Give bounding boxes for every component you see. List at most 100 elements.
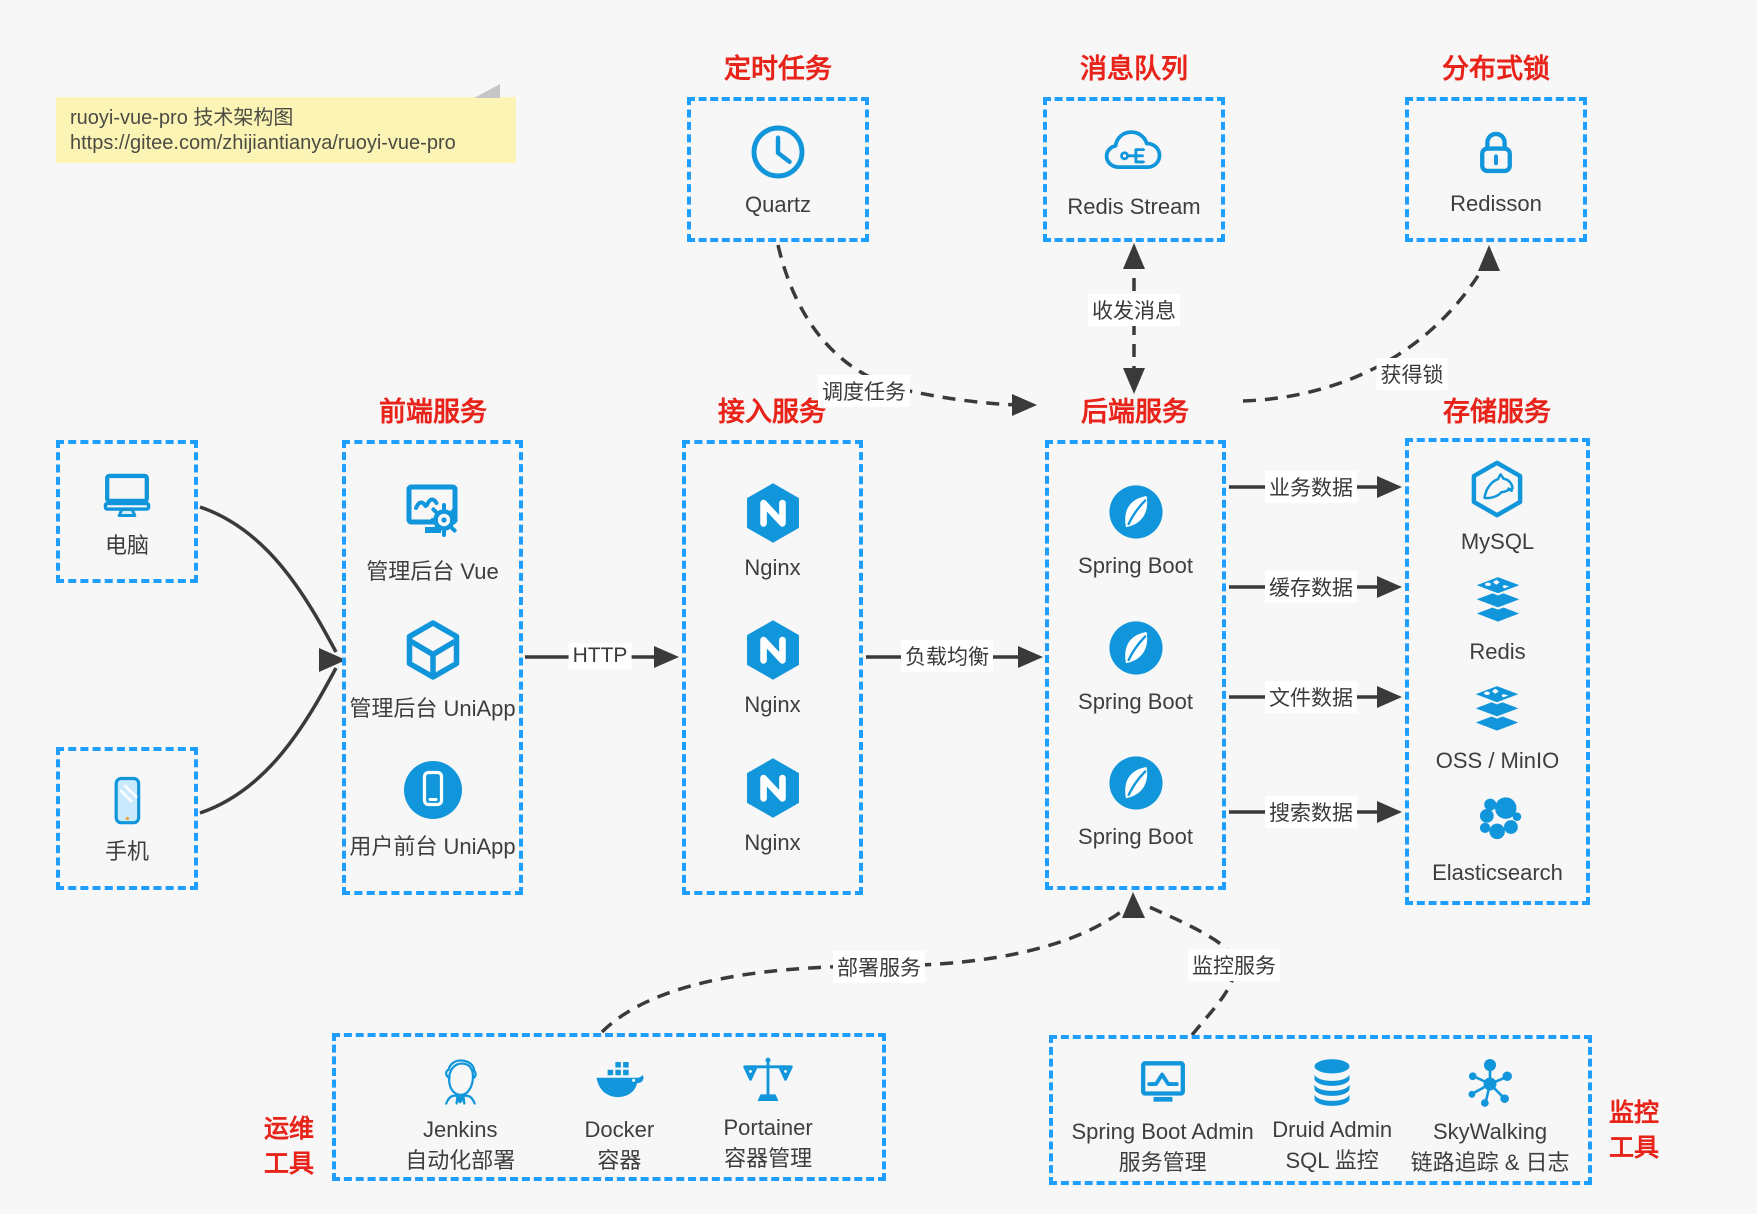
- scheduled-task-title: 定时任务: [724, 54, 832, 84]
- mysql-icon: [1465, 457, 1529, 521]
- storage-item-oss-label: OSS / MinIO: [1435, 748, 1560, 773]
- edge-phone-frontend-line: [199, 667, 338, 815]
- monitoring-tools-box: Spring Boot Admin 服务管理 Druid Admin SQL 监…: [1049, 1035, 1592, 1185]
- storage-item-elasticsearch-label: Elasticsearch: [1432, 859, 1563, 885]
- storage-item-elasticsearch: Elasticsearch: [1432, 790, 1563, 887]
- monitoring-item-skywalking-name: SkyWalking: [1432, 1119, 1548, 1144]
- edge-loadbalance-arrowhead: [1018, 646, 1043, 668]
- gateway-item-nginx-2-label: Nginx: [744, 692, 801, 718]
- frontend-title: 前端服务: [379, 397, 487, 427]
- storage-box: MySQL Redis: [1405, 438, 1590, 905]
- monitoring-tools-title-line2: 工具: [1608, 1134, 1660, 1162]
- monitoring-item-druid-name: Druid Admin: [1272, 1117, 1393, 1142]
- spring-boot-icon: [1103, 750, 1169, 816]
- ops-item-jenkins-desc: 自动化部署: [405, 1147, 516, 1173]
- redisson-label: Redisson: [1450, 191, 1542, 217]
- storage-item-redis-label: Redis: [1469, 638, 1526, 664]
- backend-title: 后端服务: [1081, 397, 1189, 427]
- edge-schedule-arrowhead: [1012, 394, 1037, 416]
- monitoring-tools-title: 监控 工具: [1609, 1096, 1659, 1166]
- lock-icon: [1465, 121, 1527, 183]
- pc-client-label: 电脑: [104, 533, 149, 559]
- ops-tools-title-line2: 工具: [263, 1150, 315, 1178]
- redisson-box: Redisson: [1405, 97, 1587, 242]
- frontend-item-user-uniapp-label: 用户前台 UniApp: [349, 833, 516, 859]
- monitoring-item-druid-desc: SQL 监控: [1285, 1147, 1379, 1173]
- edge-label-messaging: 收发消息: [1088, 294, 1180, 326]
- ops-tools-title: 运维 工具: [264, 1112, 314, 1182]
- gateway-item-nginx-3-label: Nginx: [744, 829, 801, 855]
- ops-tools-title-line1: 运维: [263, 1115, 315, 1143]
- note-url: https://gitee.com/zhijiantianya/ruoyi-vu…: [70, 132, 456, 154]
- gateway-title: 接入服务: [718, 397, 826, 427]
- monitoring-item-druid: Druid Admin SQL 监控: [1272, 1053, 1392, 1174]
- gateway-item-nginx-3: Nginx: [739, 754, 807, 857]
- storage-item-mysql-label: MySQL: [1460, 529, 1535, 554]
- quartz-label: Quartz: [744, 192, 812, 218]
- backend-item-spring-2-label: Spring Boot: [1078, 688, 1193, 714]
- gateway-item-nginx-1: Nginx: [739, 479, 807, 582]
- vue-admin-icon: [394, 475, 470, 551]
- pc-client-item: 电脑: [96, 463, 158, 560]
- edge-backend-bottom-arrowhead: [1122, 892, 1145, 918]
- mobile-client-box: 手机: [56, 747, 198, 890]
- skywalking-icon: [1459, 1053, 1521, 1115]
- storage-item-oss: OSS / MinIO: [1436, 680, 1559, 775]
- frontend-item-admin-vue-label: 管理后台 Vue: [366, 558, 499, 584]
- ops-item-portainer-name: Portainer: [723, 1115, 813, 1140]
- clock-icon: [746, 120, 810, 184]
- spring-boot-icon: [1103, 479, 1169, 545]
- redis-stream-box: Redis Stream: [1043, 97, 1225, 242]
- edge-label-cache-data: 缓存数据: [1265, 571, 1357, 603]
- docker-icon: [588, 1051, 650, 1113]
- backend-item-spring-3: Spring Boot: [1078, 750, 1193, 851]
- edge-label-lock: 获得锁: [1376, 358, 1448, 390]
- frontend-box: 管理后台 Vue 管理后台 UniApp 用户前台 UniApp: [342, 440, 523, 895]
- storage-item-redis: Redis: [1468, 571, 1528, 666]
- monitoring-item-sba: Spring Boot Admin 服务管理: [1072, 1053, 1254, 1176]
- elasticsearch-icon: [1467, 790, 1529, 852]
- nginx-icon: [739, 754, 807, 822]
- monitoring-tools-title-line1: 监控: [1608, 1099, 1660, 1127]
- quartz-box: Quartz: [687, 97, 869, 242]
- note-title: ruoyi-vue-pro 技术架构图: [70, 107, 294, 129]
- mobile-client-label: 手机: [104, 839, 149, 865]
- edge-search-arrowhead: [1377, 801, 1402, 823]
- ops-item-jenkins: Jenkins 自动化部署: [405, 1051, 515, 1174]
- edge-file-arrowhead: [1377, 686, 1402, 708]
- frontend-item-admin-vue: 管理后台 Vue: [366, 475, 499, 586]
- message-queue-title: 消息队列: [1080, 54, 1188, 84]
- edge-business-arrowhead: [1377, 476, 1402, 498]
- cloud-circuit-icon: [1100, 118, 1168, 186]
- edge-label-monitor: 监控服务: [1188, 949, 1280, 981]
- sticky-note: ruoyi-vue-pro 技术架构图 https://gitee.com/zh…: [56, 84, 516, 163]
- ops-tools-box: Jenkins 自动化部署 Docker 容器: [332, 1033, 886, 1181]
- monitoring-item-sba-desc: 服务管理: [1118, 1149, 1207, 1175]
- frontend-item-user-uniapp: 用户前台 UniApp: [349, 754, 516, 861]
- portainer-icon: [738, 1051, 798, 1111]
- edge-label-file-data: 文件数据: [1265, 681, 1357, 713]
- mobile-client-item: 手机: [97, 771, 157, 866]
- edge-pc-frontend-line: [199, 505, 338, 653]
- edge-label-business-data: 业务数据: [1265, 471, 1357, 503]
- ops-item-docker-name: Docker: [584, 1117, 655, 1142]
- monitoring-item-skywalking-desc: 链路追踪 & 日志: [1410, 1149, 1570, 1175]
- spring-boot-icon: [1103, 615, 1169, 681]
- frontend-item-admin-uniapp: 管理后台 UniApp: [349, 616, 516, 723]
- edge-label-search-data: 搜索数据: [1265, 796, 1357, 828]
- nginx-icon: [739, 616, 807, 684]
- edge-label-schedule: 调度任务: [818, 375, 910, 407]
- gateway-item-nginx-2: Nginx: [739, 616, 807, 719]
- redis-stream-label: Redis Stream: [1067, 194, 1201, 220]
- edge-lock-arrowhead: [1478, 245, 1500, 271]
- ops-item-docker: Docker 容器: [584, 1051, 655, 1174]
- phone-icon: [97, 771, 157, 831]
- spring-boot-admin-icon: [1132, 1053, 1194, 1115]
- edge-cache-arrowhead: [1377, 576, 1402, 598]
- ops-item-docker-desc: 容器: [597, 1147, 642, 1173]
- ops-item-portainer-desc: 容器管理: [724, 1145, 813, 1171]
- storage-title: 存储服务: [1443, 397, 1551, 427]
- frontend-item-admin-uniapp-label: 管理后台 UniApp: [349, 696, 516, 722]
- backend-box: Spring Boot Spring Boot Spring Boot: [1045, 440, 1226, 890]
